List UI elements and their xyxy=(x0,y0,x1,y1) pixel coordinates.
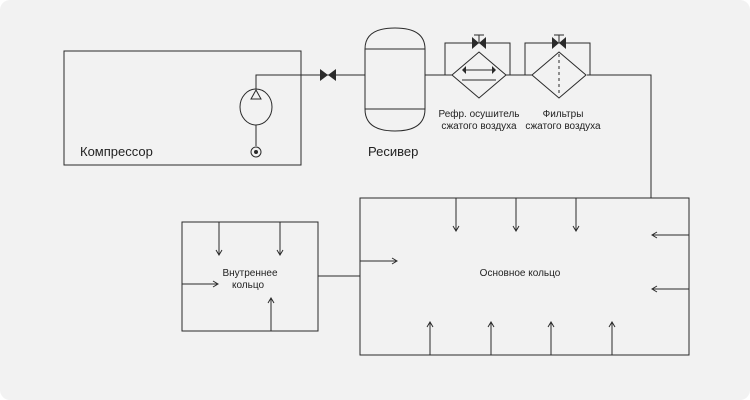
dryer-icon xyxy=(451,51,507,99)
receiver-tank xyxy=(364,27,426,132)
valve-icon xyxy=(552,34,566,49)
main-ring-label: Основное кольцо xyxy=(480,268,561,279)
filters-label-line2: сжатого воздуха xyxy=(525,121,601,132)
filters-label-line1: Фильтры xyxy=(543,109,584,120)
arrow-icon xyxy=(452,198,580,232)
compressor-box xyxy=(63,50,302,166)
pipe-compressor-receiver xyxy=(255,74,365,89)
valve-icon xyxy=(320,69,336,81)
drain-icon xyxy=(250,146,262,158)
receiver-label: Ресивер xyxy=(368,144,418,159)
inner-ring-label-line1: Внутреннее xyxy=(222,268,278,279)
inner-ring-label-line2: кольцо xyxy=(232,280,264,291)
arrow-icon xyxy=(360,257,398,265)
pump-icon xyxy=(239,88,273,146)
valve-icon xyxy=(472,34,486,49)
arrow-icon xyxy=(426,321,616,355)
arrow-icon xyxy=(182,222,284,331)
inner-ring-box xyxy=(181,221,319,332)
dryer-label-line2: сжатого воздуха xyxy=(441,121,517,132)
compressor-label: Компрессор xyxy=(80,144,153,159)
dryer-label-line1: Рефр. осушитель xyxy=(438,108,519,120)
filter-icon xyxy=(531,51,587,99)
arrow-icon xyxy=(651,231,689,293)
